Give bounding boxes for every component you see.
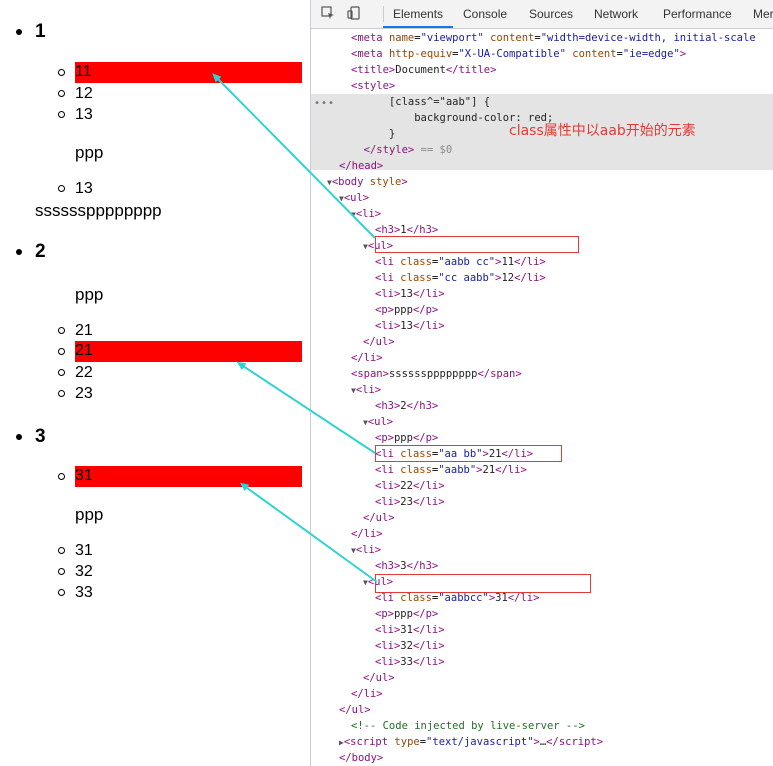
code-line[interactable]: <style> [351,80,396,92]
code-line[interactable]: <h3>2</h3> [375,400,439,412]
tab-performance[interactable]: Performance [663,7,732,21]
code-line[interactable]: <span>sssssspppppppp</span> [351,368,522,380]
bullet-circle [58,369,65,376]
more-options-icon[interactable]: ••• [314,98,336,109]
device-toolbar-icon[interactable] [347,6,361,20]
list-item-highlighted: 21 [75,341,302,362]
bullet-circle [58,90,65,97]
code-line[interactable]: <h3>1</h3> [375,224,439,236]
tab-elements[interactable]: Elements [382,0,454,28]
paragraph: ppp [75,505,104,524]
code-line[interactable]: } [388,128,396,140]
code-line[interactable]: <li>32</li> [375,640,445,652]
bullet-circle [58,327,65,334]
code-line[interactable]: <li class="aabb cc">11</li> [375,256,546,268]
bullet-circle [58,390,65,397]
code-line[interactable]: <meta http-equiv="X-UA-Compatible" conte… [351,48,687,60]
code-line[interactable]: </head> [339,160,384,172]
elements-tree: ••• <meta name="viewport" content="width… [311,28,773,766]
code-line[interactable]: <li class="aa bb">21</li> [375,448,534,460]
list-item: 32 [75,563,93,580]
heading-2: 2 [35,241,46,262]
code-line[interactable]: <li>22</li> [375,480,445,492]
list-item: 13 [75,106,93,123]
code-line[interactable]: <li class="aabb">21</li> [375,464,527,476]
code-line[interactable]: </body> [339,752,384,764]
code-line[interactable]: ▼<ul> [363,240,394,252]
tab-sources[interactable]: Sources [529,7,574,21]
list-item: 21 [75,322,93,339]
tab-network[interactable]: Network [594,7,639,21]
code-line[interactable]: <p>ppp</p> [375,432,439,444]
code-line[interactable]: </ul> [339,704,371,716]
bullet-disc [16,29,22,35]
bullet-circle [58,547,65,554]
code-line[interactable]: <li>13</li> [375,320,445,332]
heading-1: 1 [35,21,46,42]
bullet-circle [58,348,65,355]
code-line[interactable]: <h3>3</h3> [375,560,439,572]
list-item: 23 [75,385,93,402]
code-line[interactable]: ▼<ul> [363,416,394,428]
bullet-circle [58,69,65,76]
code-line[interactable]: ▶<script type="text/javascript">…</scrip… [339,736,604,748]
code-line[interactable]: ▼<li> [351,384,382,396]
code-line[interactable]: ▼<ul> [339,192,370,204]
code-line[interactable]: </style> == $0 [363,144,453,156]
paragraph: ppp [75,143,104,162]
list-item: 22 [75,364,93,381]
annotation-box [375,445,562,462]
bullet-disc [16,249,22,255]
code-line[interactable]: <li class="cc aabb">12</li> [375,272,546,284]
code-line[interactable]: <!-- Code injected by live-server --> [351,720,585,732]
tab-more[interactable]: Mer [753,7,773,21]
annotation-box [375,574,591,593]
code-line[interactable]: <li class="aabbcc">31</li> [375,592,540,604]
tab-console[interactable]: Console [463,7,508,21]
list-item: 31 [75,542,93,559]
code-line[interactable]: <li>13</li> [375,288,445,300]
code-line[interactable]: <meta name="viewport" content="width=dev… [351,32,756,44]
bullet-circle [58,589,65,596]
paragraph: ppp [75,285,104,304]
code-line[interactable]: ▼<li> [351,208,382,220]
code-line[interactable]: </ul> [363,336,395,348]
code-line[interactable]: </li> [351,352,383,364]
heading-3: 3 [35,426,46,447]
list-item: 13 [75,180,93,197]
devtools-toolbar: Elements Console Sources Network Perform… [311,0,773,29]
inspect-element-icon[interactable] [321,6,335,20]
bullet-circle [58,111,65,118]
toolbar-divider [383,6,384,22]
bullet-disc [16,434,22,440]
list-item-highlighted: 11 [75,62,302,83]
code-line[interactable]: </ul> [363,672,395,684]
code-line[interactable]: <li>31</li> [375,624,445,636]
code-line[interactable]: [class^="aab"] { [388,96,491,108]
annotation-box [375,236,579,253]
devtools-panel: Elements Console Sources Network Perform… [310,0,773,766]
code-line[interactable]: </li> [351,528,383,540]
code-line[interactable]: </li> [351,688,383,700]
code-line[interactable]: <li>33</li> [375,656,445,668]
code-line[interactable]: ▼<body style> [327,176,408,188]
code-line[interactable]: <p>ppp</p> [375,608,439,620]
code-line[interactable]: background-color: red; [414,112,554,124]
bullet-circle [58,185,65,192]
annotation-text: class属性中以aab开始的元素 [509,123,696,139]
list-item: 33 [75,584,93,601]
selected-node-highlight [311,94,773,170]
code-line[interactable]: ▼<li> [351,544,382,556]
bullet-circle [58,568,65,575]
rendered-page: 1 11 12 13 ppp 13 sssssspppppppp 2 ppp 2… [0,0,310,766]
bullet-circle [58,473,65,480]
code-line[interactable]: </ul> [363,512,395,524]
code-line[interactable]: <p>ppp</p> [375,304,439,316]
span-text: sssssspppppppp [35,201,162,220]
code-line[interactable]: <title>Document</title> [351,64,497,76]
list-item-highlighted: 31 [75,466,302,487]
code-line[interactable]: <li>23</li> [375,496,445,508]
list-item: 12 [75,85,93,102]
